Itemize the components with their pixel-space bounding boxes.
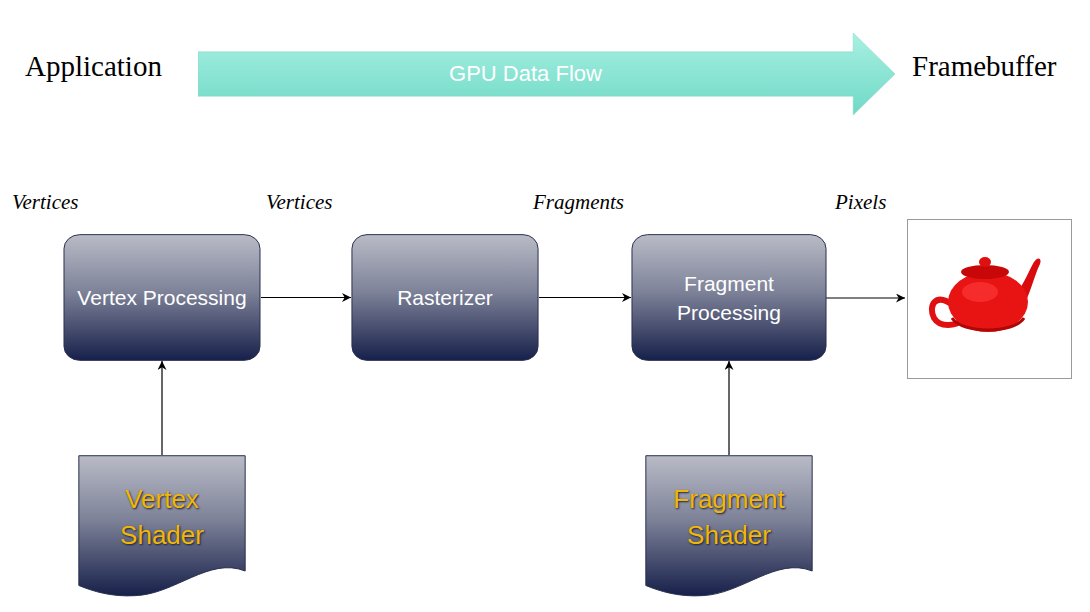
shader-document: Fragment Shader — [645, 455, 813, 600]
process-box: Rasterizer — [351, 234, 539, 361]
node-text: Fragment Shader — [645, 481, 813, 553]
node-text: Vertex Shader — [78, 481, 246, 553]
stage-heading: Application — [25, 50, 162, 83]
framebuffer-image — [908, 220, 1072, 379]
stage-heading: Framebuffer — [912, 50, 1056, 83]
process-box: Fragment Processing — [631, 234, 827, 361]
flow-arrow: GPU Data Flow — [198, 33, 895, 115]
flow-connector — [728, 361, 729, 455]
box-outline — [631, 234, 827, 361]
node-text: Rasterizer — [383, 283, 507, 312]
process-box: Vertex Processing — [63, 234, 261, 361]
flow-connector — [261, 297, 351, 298]
flow-connector — [539, 297, 631, 298]
flow-connector — [161, 361, 162, 455]
node-text: GPU Data Flow — [449, 61, 644, 87]
node-text: Fragment Processing — [631, 269, 827, 327]
data-type-label: Vertices — [12, 190, 78, 215]
node-text: Vertex Processing — [63, 283, 260, 312]
data-type-label: Fragments — [533, 190, 624, 215]
data-type-label: Pixels — [835, 190, 886, 215]
output-arrow — [823, 297, 905, 298]
teapot — [932, 257, 1041, 332]
shader-document: Vertex Shader — [78, 455, 246, 600]
data-type-label: Vertices — [266, 190, 332, 215]
